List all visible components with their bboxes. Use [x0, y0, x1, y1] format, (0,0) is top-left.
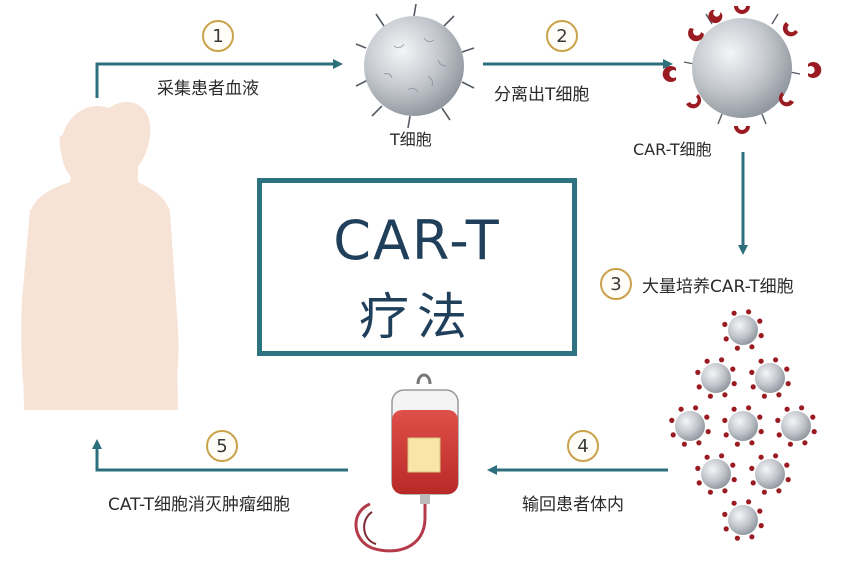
- cluster-cell: [722, 405, 764, 447]
- blood-bag-icon: [354, 373, 459, 553]
- human-silhouette-icon: [21, 102, 179, 410]
- step-5-label: CAT-T细胞消灭肿瘤细胞: [108, 495, 290, 515]
- arrow-step-5: [92, 439, 348, 472]
- title-line-1: CAR-T: [333, 209, 501, 272]
- step-2-label: 分离出T细胞: [494, 85, 590, 105]
- step-3-number: 3: [600, 268, 632, 300]
- title-line-2: 疗法: [359, 288, 475, 346]
- step-5-number: 5: [206, 430, 238, 462]
- car-t-cluster-icon: [669, 309, 817, 541]
- cluster-cell: [722, 499, 764, 541]
- step-1-label: 采集患者血液: [157, 79, 259, 99]
- cluster-cell: [695, 357, 737, 399]
- cluster-cell: [669, 405, 711, 447]
- t-cell-icon: [355, 3, 475, 129]
- car-t-cell-label: CAR-T细胞: [633, 140, 712, 159]
- step-3-label: 大量培养CAR-T细胞: [642, 277, 794, 297]
- step-1-number: 1: [202, 20, 234, 52]
- cluster-cell: [722, 309, 764, 351]
- cluster-cell: [749, 453, 791, 495]
- t-cell-label: T细胞: [390, 130, 432, 149]
- arrow-step-1: [95, 59, 343, 98]
- step-4-label: 输回患者体内: [522, 495, 624, 515]
- cluster-cell: [775, 405, 817, 447]
- step-4-number: 4: [567, 430, 599, 462]
- car-t-cell-icon: [662, 6, 822, 134]
- step-2-number: 2: [546, 20, 578, 52]
- flow-arrows: [92, 59, 748, 475]
- cluster-cell: [695, 453, 737, 495]
- title-frame: CAR-T 疗法: [257, 178, 577, 356]
- cluster-cell: [749, 357, 791, 399]
